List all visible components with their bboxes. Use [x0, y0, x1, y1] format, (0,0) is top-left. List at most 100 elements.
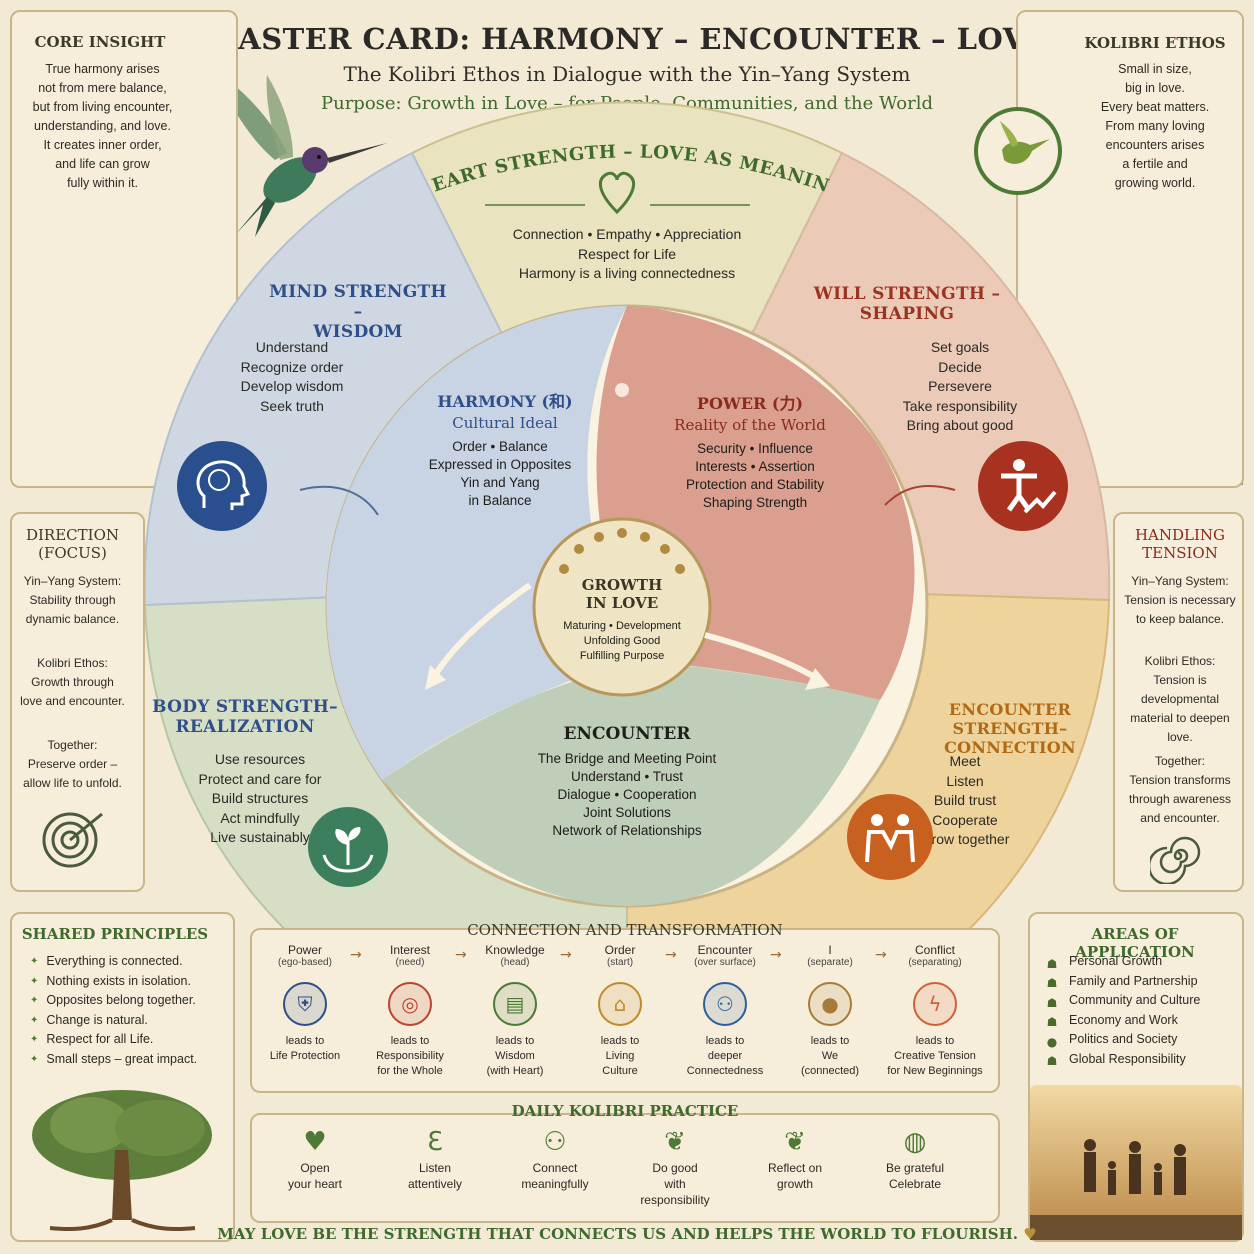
group-icon: ⚇: [543, 1127, 567, 1157]
kolibri-ethos-title: KOLIBRI ETHOS: [1084, 34, 1226, 52]
hand-plant-icon: ❦: [664, 1127, 686, 1157]
sprout-icon: ❦: [784, 1127, 806, 1157]
transformation-title: CONNECTION AND TRANSFORMATION: [467, 921, 783, 939]
handshake-icon: [847, 794, 933, 880]
people-circle-icon: [559, 528, 685, 574]
arrow-right-icon: →: [350, 947, 362, 963]
people-icon: ⚇: [703, 982, 747, 1026]
arrow-right-icon: →: [455, 947, 467, 963]
economy-icon: ☗: [1046, 1015, 1058, 1030]
transformation-item-head: I: [828, 943, 832, 957]
footer-motto: MAY LOVE BE THE STRENGTH THAT CONNECTS U…: [217, 1225, 1037, 1243]
shared-principles-panel: [10, 912, 235, 1242]
transformation-item-head: Power: [287, 943, 322, 957]
brain-head-icon: [177, 441, 267, 531]
transformation-item-sub: (separate): [807, 957, 853, 968]
arrow-right-icon: →: [875, 947, 887, 963]
transformation-item-head: Conflict: [914, 943, 955, 957]
encounter-title: ENCOUNTER: [563, 724, 691, 744]
will-strength-title: WILL STRENGTH –SHAPING: [813, 284, 1001, 324]
target-icon: ◎: [388, 982, 432, 1026]
core-insight-title: CORE INSIGHT: [34, 33, 166, 51]
location-pin-icon: ●: [1046, 1034, 1058, 1049]
direction-block-3: Together:Preserve order –allow life to u…: [23, 738, 122, 790]
areas-title: AREAS OF APPLICATION: [1075, 925, 1195, 961]
tension-panel: [1113, 512, 1244, 892]
transformation-item-head: Interest: [389, 943, 431, 957]
transformation-item-sub: (need): [395, 957, 425, 968]
heart-icon: ♥: [1023, 1225, 1037, 1243]
transformation-item-sub: (separating): [908, 957, 962, 968]
globe-people-icon: ☗: [1046, 1054, 1058, 1069]
harmony-subtitle: Cultural Ideal: [452, 414, 558, 432]
shield-icon: ⛨: [283, 982, 327, 1026]
shared-principles-title: SHARED PRINCIPLES: [21, 925, 209, 943]
spiral-icon: [1150, 836, 1201, 884]
svg-text:HEART STRENGTH – LOVE AS MEANI: HEART STRENGTH – LOVE AS MEANING: [400, 130, 832, 197]
family-sunset-icon: [1030, 1085, 1242, 1240]
temple-icon: ⌂: [598, 982, 642, 1026]
direction-panel: [10, 512, 145, 892]
arrow-right-icon: →: [770, 947, 782, 963]
person-icon: ●: [808, 982, 852, 1026]
lightning-icon: ϟ: [913, 982, 957, 1026]
community-icon: ☗: [1046, 995, 1058, 1010]
encounter-strength-title: ENCOUNTER STRENGTH–CONNECTION: [944, 700, 1076, 757]
globe-icon: ◍: [903, 1127, 927, 1157]
transformation-item-head: Knowledge: [485, 943, 545, 957]
power-subtitle: Reality of the World: [674, 416, 826, 434]
heart-strength-title-arc: HEART STRENGTH – LOVE AS MEANING: [400, 130, 832, 197]
daily-practice-title: DAILY KOLIBRI PRACTICE: [511, 1102, 739, 1120]
power-title: POWER (力): [696, 394, 804, 413]
transformation-item-sub: (ego-based): [278, 957, 332, 968]
kolibri-ethos-text: Small in size,big in love.Every beat mat…: [1100, 62, 1210, 190]
page-subtitle: The Kolibri Ethos in Dialogue with the Y…: [343, 62, 911, 86]
transformation-item-sub: (head): [500, 957, 530, 968]
book-icon: ▤: [493, 982, 537, 1026]
page-title: MASTER CARD: HARMONY – ENCOUNTER – LOVE: [205, 22, 1049, 56]
hands-plant-icon: [308, 807, 388, 887]
kolibri-emblem-icon: [974, 107, 1062, 195]
family-icon: ☗: [1046, 976, 1058, 991]
arrow-right-icon: →: [560, 947, 572, 963]
rising-person-icon: [978, 441, 1068, 531]
heart-icon: ♥: [303, 1127, 327, 1157]
shared-principles-list: ✦Everything is connected. ✦Nothing exist…: [30, 954, 198, 1066]
transformation-item-head: Order: [604, 943, 636, 957]
heart-strength-title: HEART STRENGTH – LOVE AS MEANING: [400, 130, 832, 197]
